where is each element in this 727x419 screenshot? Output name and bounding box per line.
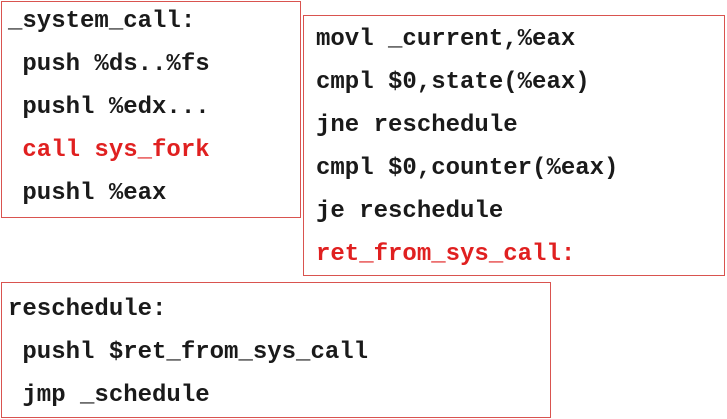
code-line: pushl $ret_from_sys_call: [8, 339, 369, 366]
code-line: pushl %eax: [8, 180, 167, 207]
reschedule-box: reschedule: pushl $ret_from_sys_call jmp…: [1, 282, 551, 418]
code-line: je reschedule: [316, 198, 504, 225]
code-line-highlighted: ret_from_sys_call:: [316, 241, 576, 268]
code-line-highlighted: call sys_fork: [8, 137, 210, 164]
code-line: jne reschedule: [316, 112, 518, 139]
code-line: movl _current,%eax: [316, 26, 576, 53]
code-line: pushl %edx...: [8, 94, 210, 121]
code-line: reschedule:: [8, 296, 167, 323]
system-call-box: _system_call: push %ds..%fs pushl %edx..…: [1, 1, 301, 218]
code-line: jmp _schedule: [8, 382, 210, 409]
code-line: cmpl $0,counter(%eax): [316, 155, 619, 182]
schedule-check-box: movl _current,%eax cmpl $0,state(%eax) j…: [303, 15, 725, 276]
code-line: _system_call:: [8, 8, 196, 35]
code-line: push %ds..%fs: [8, 51, 210, 78]
code-line: cmpl $0,state(%eax): [316, 69, 590, 96]
